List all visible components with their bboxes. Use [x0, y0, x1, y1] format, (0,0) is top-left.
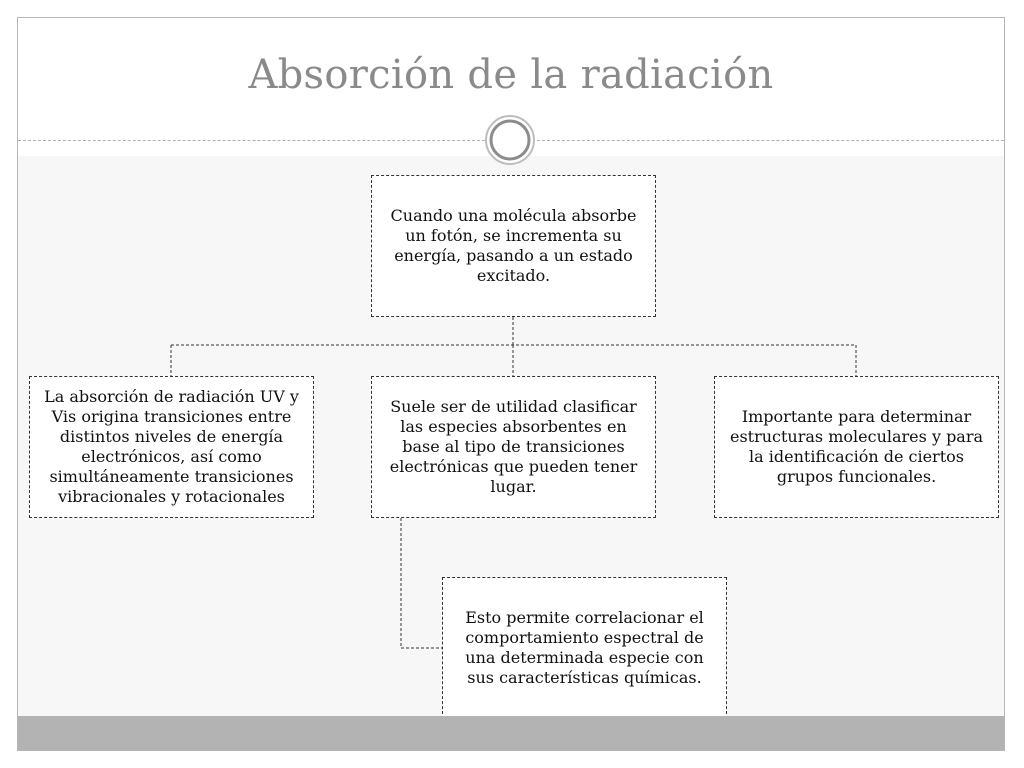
root-text: Cuando una molécula absorbe un fotón, se… [390, 206, 637, 285]
slide-title: Absorción de la radiación [248, 52, 774, 98]
child-box-uv-vis: La absorción de radiación UV y Vis origi… [29, 376, 314, 518]
circle-ornament-icon [485, 115, 535, 165]
child-text-classification: Suele ser de utilidad clasificar las esp… [389, 397, 638, 496]
sub-child-text: Esto permite correlacionar el comportami… [465, 608, 704, 687]
child-box-structures: Importante para determinar estructuras m… [714, 376, 999, 518]
child-text-structures: Importante para determinar estructuras m… [729, 407, 984, 486]
child-text-uv-vis: La absorción de radiación UV y Vis origi… [44, 387, 299, 506]
diagram-connectors [170, 317, 857, 649]
sub-child-box: Esto permite correlacionar el comportami… [442, 577, 727, 719]
child-box-classification: Suele ser de utilidad clasificar las esp… [371, 376, 656, 518]
slide: Absorción de la radiación Cuando una mol… [17, 17, 1005, 751]
bottom-band [18, 716, 1004, 750]
root-box: Cuando una molécula absorbe un fotón, se… [371, 175, 656, 317]
